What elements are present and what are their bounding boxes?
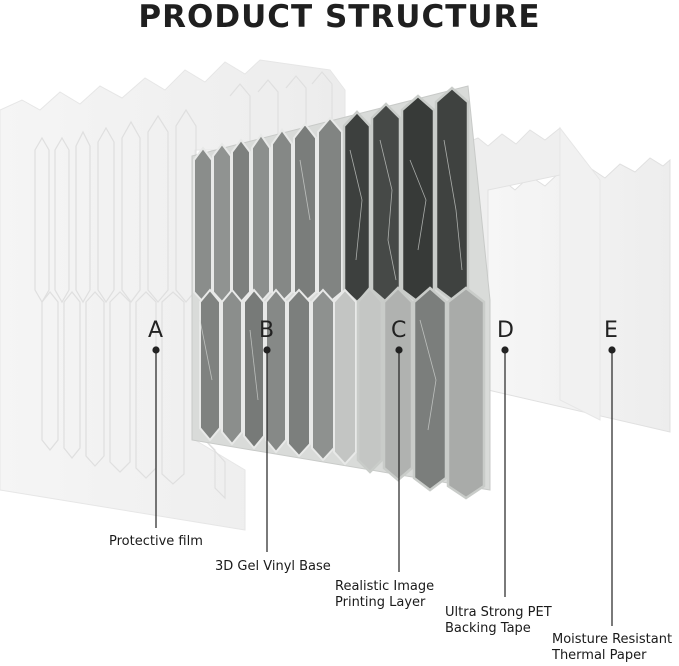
- layer-label-e-line-2: Thermal Paper: [552, 648, 647, 663]
- layer-label-d: Ultra Strong PET Backing Tape: [445, 605, 552, 637]
- layer-a-protective-film: [0, 59, 346, 531]
- leader-dot-b: [263, 346, 271, 354]
- leader-dot-e: [608, 346, 616, 354]
- layer-letter-b: B: [259, 318, 275, 343]
- layer-letter-e: E: [604, 318, 618, 343]
- leader-dot-c: [395, 346, 403, 354]
- leader-lines: [152, 346, 616, 626]
- layer-label-a-line-1: Protective film: [109, 534, 203, 549]
- layer-label-c-line-1: Realistic Image: [335, 579, 435, 594]
- layer-label-c: Realistic Image Printing Layer: [335, 579, 434, 611]
- layer-letter-a: A: [148, 318, 164, 343]
- layer-label-e: Moisture Resistant Thermal Paper: [552, 632, 672, 664]
- leader-dot-a: [152, 346, 160, 354]
- layer-letter-d: D: [497, 318, 514, 343]
- layer-label-e-line-1: Moisture Resistant: [552, 632, 673, 647]
- page-title: PRODUCT STRUCTURE: [138, 0, 541, 35]
- layer-label-c-line-2: Printing Layer: [335, 595, 426, 610]
- layer-label-b-line-1: 3D Gel Vinyl Base: [215, 559, 331, 574]
- layer-label-d-line-1: Ultra Strong PET: [445, 605, 552, 620]
- layer-label-b: 3D Gel Vinyl Base: [215, 559, 331, 575]
- layer-label-d-line-2: Backing Tape: [445, 621, 531, 636]
- layer-c-printed-tiles: [193, 86, 486, 500]
- leader-dot-d: [501, 346, 509, 354]
- layer-letter-c: C: [391, 318, 407, 343]
- layer-label-a: Protective film: [109, 534, 203, 550]
